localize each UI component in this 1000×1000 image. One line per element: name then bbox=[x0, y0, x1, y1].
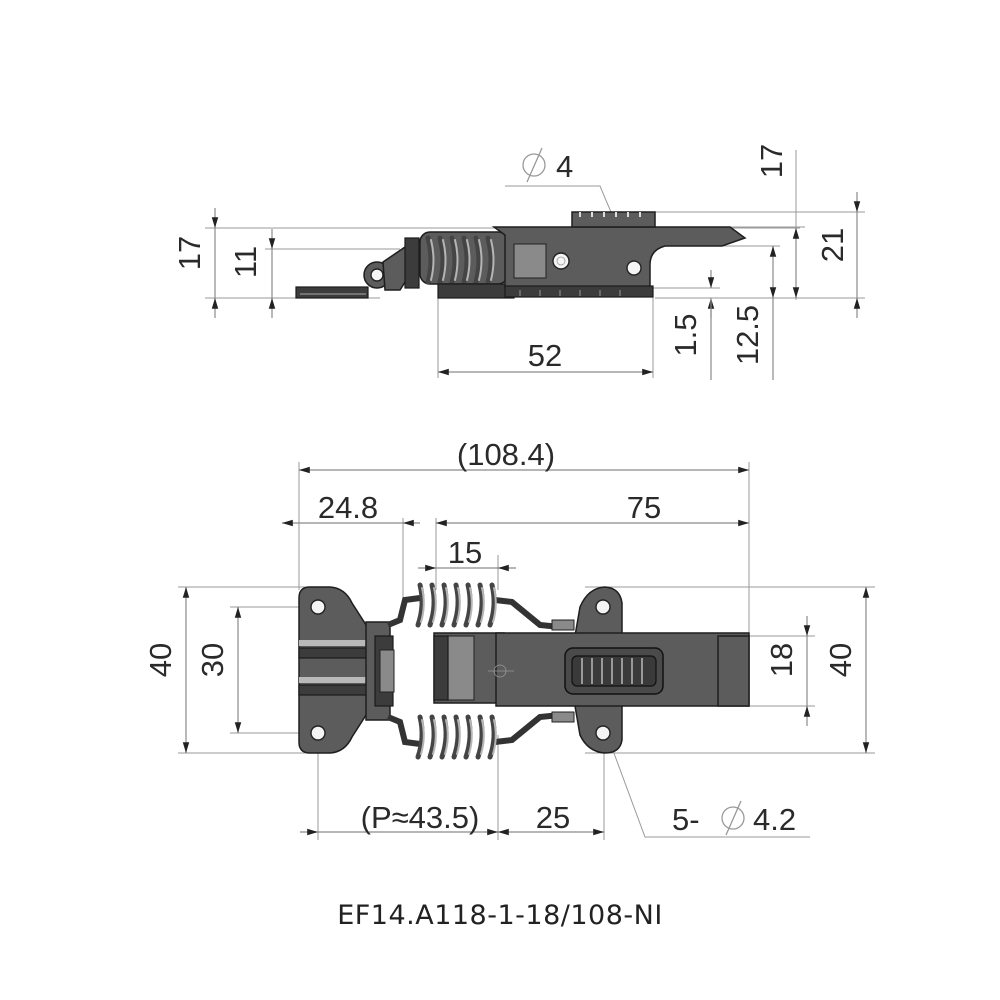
label-height-left-inner: 11 bbox=[228, 246, 263, 278]
label-catch-hole-offset: 25 bbox=[536, 800, 570, 835]
label-keeper-length: 24.8 bbox=[318, 490, 378, 525]
lower-spring bbox=[415, 714, 497, 760]
upper-spring bbox=[415, 582, 497, 628]
top-view: (108.4) 24.8 75 15 40 30 18 40 (P≈43.5) … bbox=[143, 437, 875, 840]
label-keeper-hole-spacing: 30 bbox=[195, 643, 230, 677]
label-overall-length: (108.4) bbox=[457, 437, 555, 472]
label-base-length: 52 bbox=[528, 338, 562, 373]
label-foot-thickness: 1.5 bbox=[668, 313, 703, 356]
side-view: 4 17 11 52 1.5 12.5 17 21 bbox=[172, 144, 865, 380]
label-keeper-width: 40 bbox=[143, 643, 178, 677]
side-spring bbox=[425, 235, 495, 285]
label-top-offset: 17 bbox=[754, 144, 789, 178]
dia-symbol-side bbox=[522, 147, 546, 183]
label-catch-length: 75 bbox=[627, 490, 661, 525]
label-lever-width: 18 bbox=[764, 643, 799, 677]
label-hole-dia-top: 4.2 bbox=[753, 802, 796, 837]
label-total-height-right: 21 bbox=[815, 228, 850, 262]
label-hook-height: 12.5 bbox=[730, 305, 765, 365]
label-catch-plate-width: 40 bbox=[823, 643, 858, 677]
part-code: EF14.A118-1-18/108-NI bbox=[337, 900, 663, 931]
label-hole-count: 5- bbox=[672, 802, 700, 837]
label-hole-dia-side: 4 bbox=[556, 149, 573, 184]
dia-symbol-top bbox=[721, 800, 745, 836]
label-spring-length: 15 bbox=[448, 535, 482, 570]
label-height-left-outer: 17 bbox=[172, 236, 207, 270]
label-pitch: (P≈43.5) bbox=[361, 800, 480, 835]
